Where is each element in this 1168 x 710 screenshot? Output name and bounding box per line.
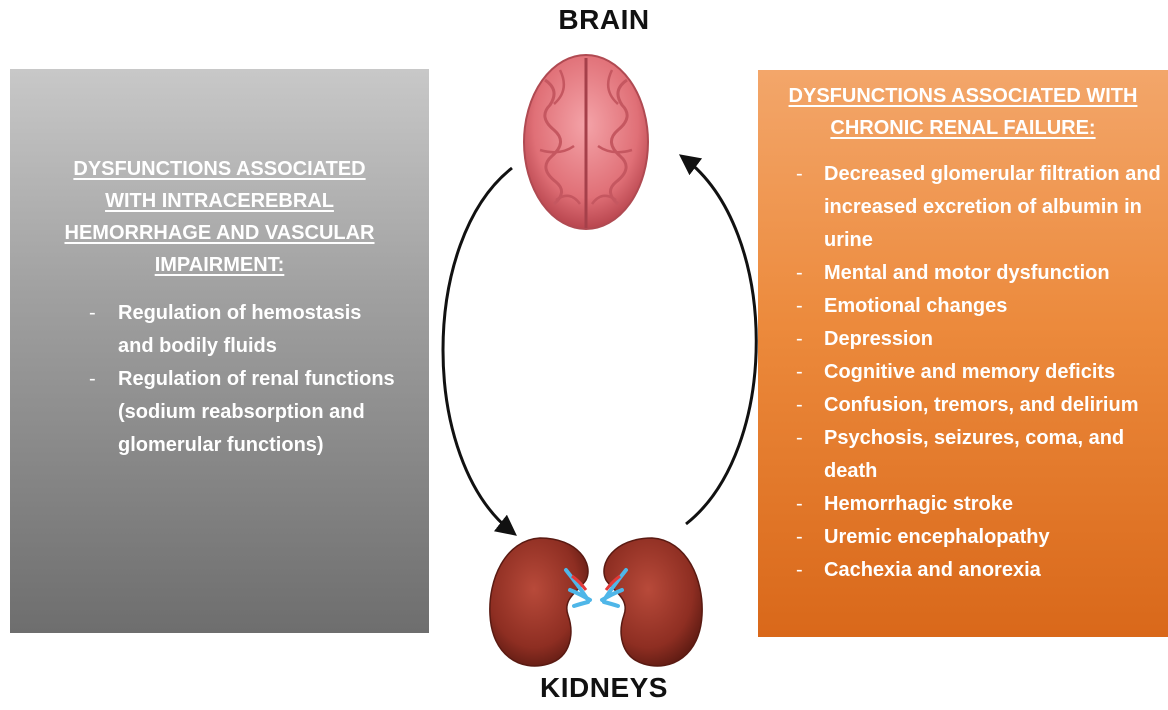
- kidneys-to-brain-arrow: [684, 158, 756, 524]
- brain-to-kidneys-arrow: [443, 168, 512, 532]
- brain-icon: [524, 55, 648, 229]
- kidneys-icon: [490, 538, 702, 666]
